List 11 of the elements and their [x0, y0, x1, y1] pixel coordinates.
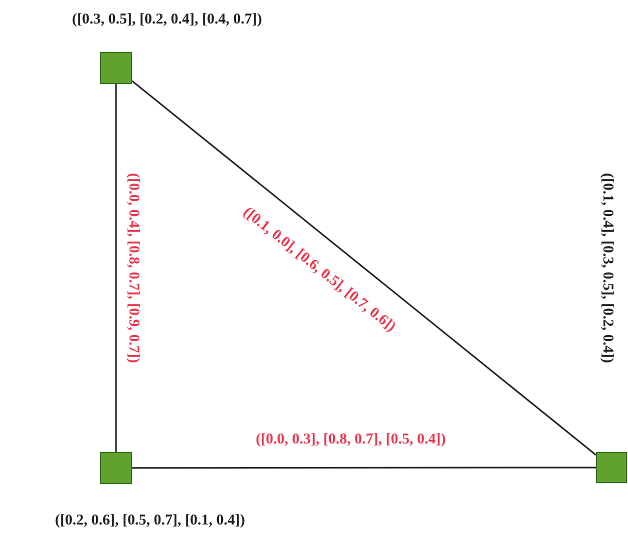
connector-line [132, 466, 596, 469]
vertex-caption: ([0.1, 0.4], [0.3, 0.5], [0.2, 0.4]) [600, 173, 614, 363]
connector-line [132, 80, 596, 456]
node-square [100, 52, 132, 84]
connector-line [115, 84, 117, 452]
node-square [100, 452, 132, 484]
edge-label: ([0.0, 0.4], [0.8, 0.7], [0.9, 0.7]) [126, 171, 140, 365]
node-caption: ([0.3, 0.5], [0.2, 0.4], [0.4, 0.7]) [72, 12, 262, 28]
edge-label: ([0.0, 0.3], [0.8, 0.7], [0.5, 0.4]) [254, 432, 448, 448]
node-square [596, 452, 627, 483]
node-caption: ([0.2, 0.6], [0.5, 0.7], [0.1, 0.4]) [55, 514, 245, 528]
